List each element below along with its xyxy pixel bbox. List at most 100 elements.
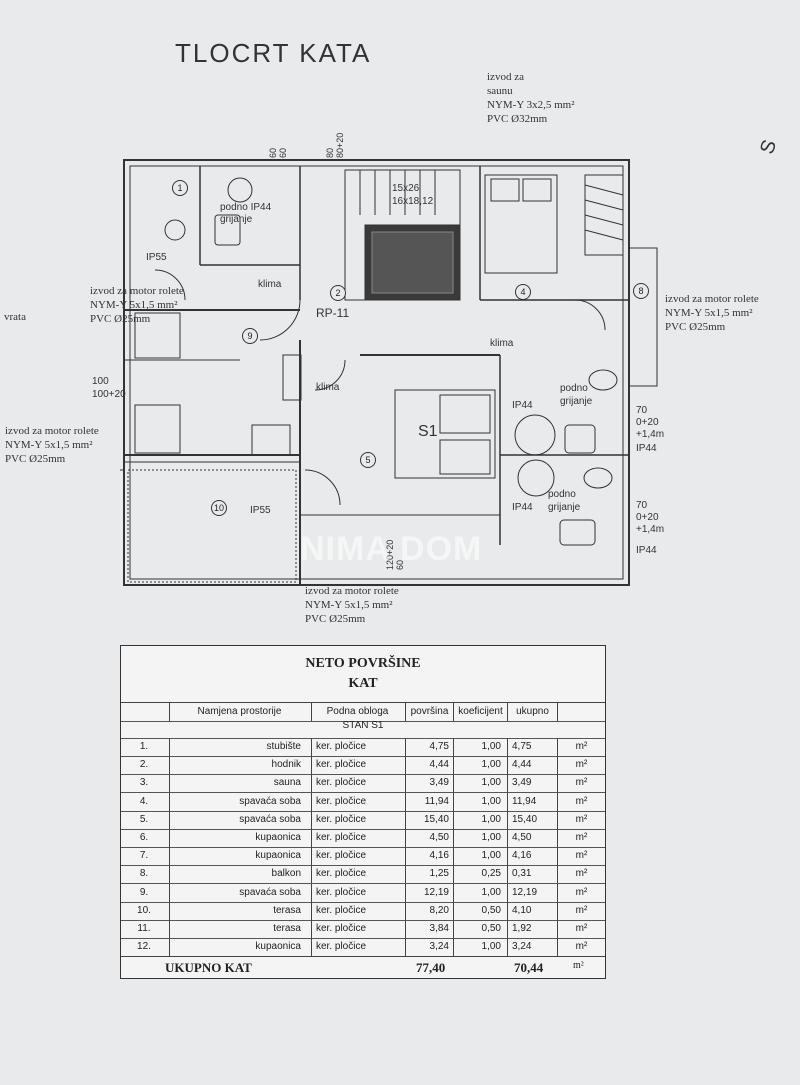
table-cell: spavaća soba	[169, 810, 309, 829]
table-cell: 0,31	[507, 865, 557, 884]
klima-label-3: klima	[490, 338, 514, 349]
ip44-label-4: IP44	[636, 545, 657, 556]
left-bottom-shutter-note: izvod za motor rolete NYM-Y 5x1,5 mm² PV…	[5, 425, 99, 465]
table-cell: 7.	[139, 850, 149, 862]
table-cell: 4,10	[507, 901, 557, 920]
table-cell: 12.	[137, 941, 151, 953]
table-cell: 0,50	[453, 901, 507, 920]
table-cell: 1,00	[453, 829, 507, 847]
height-label-80: 80 80+20	[325, 132, 345, 158]
table-cell: 3,24	[405, 938, 453, 957]
table-cell: 1,00	[453, 810, 507, 829]
table-cell: m²	[557, 792, 605, 811]
table-cell: 15,40	[507, 810, 557, 829]
table-cell: m²	[557, 920, 605, 938]
table-cell: hodnik	[169, 756, 309, 775]
table-title: NETO POVRŠINE	[305, 656, 421, 671]
table-cell: 1,00	[453, 738, 507, 756]
height-label-70b: 70 0+20 +1,4m	[636, 500, 665, 535]
bottom-shutter-note: izvod za motor rolete NYM-Y 5x1,5 mm² PV…	[305, 585, 399, 625]
table-cell: ker. pločice	[311, 920, 403, 938]
table-cell: 1,00	[453, 756, 507, 775]
area-table: NETO POVRŠINE KAT Namjena prostorije Pod…	[120, 645, 606, 979]
table-cell: 0,25	[453, 865, 507, 884]
table-cell: spavaća soba	[169, 883, 309, 902]
table-cell: 8.	[139, 868, 149, 880]
table-subtitle: KAT	[348, 676, 378, 691]
table-cell: ker. pločice	[311, 774, 403, 793]
table-cell: m²	[557, 774, 605, 793]
table-cell: ker. pločice	[311, 865, 403, 884]
table-cell: m²	[557, 829, 605, 847]
watermark: NIMA DOM	[300, 530, 483, 568]
table-cell: m²	[557, 738, 605, 756]
table-cell: m²	[557, 901, 605, 920]
header-coef: koeficijent	[453, 703, 507, 721]
table-section-row: STAN S1	[121, 720, 605, 739]
header-floor: Podna obloga	[311, 703, 403, 721]
ip55-label-2: IP55	[250, 505, 271, 516]
table-cell: stubište	[169, 738, 309, 756]
table-cell: 1,00	[453, 847, 507, 866]
left-top-shutter-note: izvod za motor rolete NYM-Y 5x1,5 mm² PV…	[90, 285, 184, 325]
table-cell: m²	[557, 756, 605, 775]
floor-heating-label-2: podno grijanje	[548, 489, 581, 513]
table-cell: 11.	[137, 923, 151, 934]
table-cell: 12,19	[507, 883, 557, 902]
table-cell: ker. pločice	[311, 756, 403, 775]
table-cell: terasa	[169, 901, 309, 920]
table-cell: 1.	[139, 741, 149, 752]
table-cell: kupaonica	[169, 847, 309, 866]
table-cell: 11,94	[507, 792, 557, 811]
table-cell: ker. pločice	[311, 883, 403, 902]
table-cell: 4,16	[405, 847, 453, 866]
table-cell: m²	[557, 883, 605, 902]
total-area: 77,40	[416, 960, 446, 975]
table-cell: 3,24	[507, 938, 557, 957]
table-cell: 4,16	[507, 847, 557, 866]
table-cell: 11,94	[405, 792, 453, 811]
table-title-block: NETO POVRŠINE KAT	[121, 646, 605, 702]
table-cell: 10.	[137, 904, 151, 916]
table-cell: ker. pločice	[311, 847, 403, 866]
sauna-outlet-note: izvod za saunu NYM-Y 3x2,5 mm² PVC Ø32mm	[487, 71, 575, 125]
table-cell: 6.	[139, 832, 149, 843]
right-shutter-note: izvod za motor rolete NYM-Y 5x1,5 mm² PV…	[665, 293, 759, 333]
table-cell: kupaonica	[169, 829, 309, 847]
table-cell: kupaonica	[169, 938, 309, 957]
table-cell: spavaća soba	[169, 792, 309, 811]
table-cell: 4.	[139, 795, 149, 807]
height-label-70a: 70 0+20 +1,4m	[636, 405, 665, 440]
apartment-label: S1	[418, 423, 438, 440]
distribution-board-label: RP-11	[316, 306, 350, 320]
total-unit: m²	[573, 960, 584, 971]
page-title: TLOCRT KATA	[175, 38, 372, 68]
table-cell: 3.	[139, 777, 149, 789]
table-cell: 4,75	[405, 738, 453, 756]
floor-heating-label-1: podno grijanje	[560, 383, 593, 407]
table-cell: m²	[557, 938, 605, 957]
table-cell: terasa	[169, 920, 309, 938]
table-cell: 9.	[139, 886, 149, 898]
table-cell: 1,00	[453, 938, 507, 957]
header-area: površina	[405, 703, 453, 721]
table-cell: ker. pločice	[311, 829, 403, 847]
klima-label-2: klima	[316, 382, 340, 393]
table-cell: ker. pločice	[311, 810, 403, 829]
table-cell: 8,20	[405, 901, 453, 920]
total-sum: 70,44	[514, 960, 544, 975]
table-cell: 1,92	[507, 920, 557, 938]
table-cell: 1,00	[453, 883, 507, 902]
table-cell: balkon	[169, 865, 309, 884]
header-total: ukupno	[507, 703, 557, 721]
table-cell: 0,50	[453, 920, 507, 938]
table-cell: m²	[557, 810, 605, 829]
stairs-dimension-label: 15x26 16x18,12	[392, 183, 434, 207]
table-cell: 1,00	[453, 792, 507, 811]
